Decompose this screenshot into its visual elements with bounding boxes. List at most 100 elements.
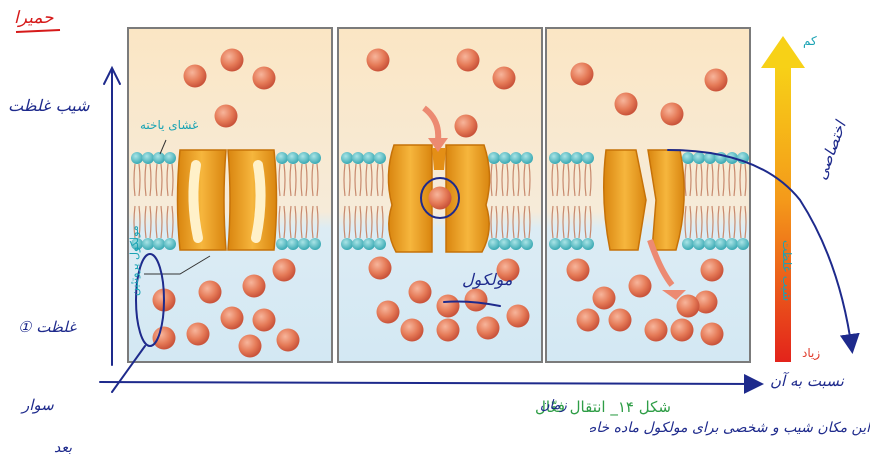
solute-particle bbox=[701, 259, 724, 282]
low-concentration-label: کم bbox=[803, 34, 817, 48]
lipid-head bbox=[276, 238, 288, 250]
solute-particle bbox=[593, 287, 616, 310]
solute-particle bbox=[377, 301, 400, 324]
solute-particle bbox=[629, 275, 652, 298]
handwritten-note-particle: مولکول bbox=[462, 270, 512, 289]
solute-particle bbox=[215, 105, 238, 128]
lipid-head bbox=[582, 238, 594, 250]
solute-particle bbox=[277, 329, 300, 352]
lipid-head bbox=[682, 238, 694, 250]
lipid-head bbox=[499, 238, 511, 250]
solute-particle bbox=[253, 309, 276, 332]
handwriting-underline-red bbox=[16, 30, 60, 32]
lipid-head bbox=[560, 238, 572, 250]
solute-particle bbox=[187, 323, 210, 346]
lipid-head bbox=[488, 238, 500, 250]
lipid-head bbox=[363, 152, 375, 164]
lipid-head bbox=[510, 152, 522, 164]
handwritten-note-bottom-right: این مکان شیب و شخصی برای مولکول ماده خاص bbox=[590, 420, 870, 436]
solute-particle bbox=[571, 63, 594, 86]
lipid-head bbox=[704, 238, 716, 250]
solute-particle bbox=[457, 49, 480, 72]
solute-particle bbox=[567, 259, 590, 282]
lipid-head bbox=[287, 238, 299, 250]
handwritten-note-bottom-left: سوار bbox=[22, 396, 54, 414]
lipid-head bbox=[142, 152, 154, 164]
solute-particle bbox=[273, 259, 296, 282]
lipid-head bbox=[521, 238, 533, 250]
solute-particle bbox=[437, 319, 460, 342]
solute-particle bbox=[409, 281, 432, 304]
handwritten-note-bottom-left-2: بعد bbox=[54, 440, 72, 456]
lipid-head bbox=[726, 238, 738, 250]
concentration-gradient-label: شیب غلظت bbox=[780, 240, 794, 301]
handwritten-note-time: زمان bbox=[540, 398, 567, 413]
lipid-head bbox=[693, 152, 705, 164]
lipid-head bbox=[363, 238, 375, 250]
solute-particle bbox=[645, 319, 668, 342]
lipid-head bbox=[341, 152, 353, 164]
solute-particle bbox=[401, 319, 424, 342]
lipid-head bbox=[153, 152, 165, 164]
lipid-head bbox=[164, 238, 176, 250]
lipid-head bbox=[571, 238, 583, 250]
solute-particle bbox=[367, 49, 390, 72]
lipid-head bbox=[287, 152, 299, 164]
lipid-head bbox=[693, 238, 705, 250]
lipid-head bbox=[374, 238, 386, 250]
solute-particle bbox=[577, 309, 600, 332]
lipid-head bbox=[309, 238, 321, 250]
lipid-head bbox=[488, 152, 500, 164]
solute-particle bbox=[153, 327, 176, 350]
solute-particle bbox=[615, 93, 638, 116]
lipid-head bbox=[164, 152, 176, 164]
solute-particle bbox=[477, 317, 500, 340]
carrier-protein-label: مولکول پروتئین bbox=[128, 225, 141, 296]
solute-particle bbox=[493, 67, 516, 90]
solute-particle bbox=[199, 281, 222, 304]
solute-particle bbox=[184, 65, 207, 88]
lipid-head bbox=[510, 238, 522, 250]
solute-particle bbox=[661, 103, 684, 126]
solute-particle bbox=[609, 309, 632, 332]
cell-membrane-label: غشای یاخته bbox=[140, 118, 198, 132]
solute-particle bbox=[671, 319, 694, 342]
lipid-head bbox=[352, 238, 364, 250]
lipid-head bbox=[549, 152, 561, 164]
lipid-head bbox=[715, 238, 727, 250]
solute-particle bbox=[221, 49, 244, 72]
lipid-head bbox=[153, 238, 165, 250]
solute-particle bbox=[239, 335, 262, 358]
solute-particle bbox=[221, 307, 244, 330]
handwritten-note-relative: نسبت به آن bbox=[770, 372, 844, 390]
handwritten-note-concentration: غلظت ① bbox=[18, 318, 76, 336]
lipid-head bbox=[341, 238, 353, 250]
lipid-head bbox=[131, 152, 143, 164]
lipid-head bbox=[298, 238, 310, 250]
lipid-head bbox=[298, 152, 310, 164]
lipid-head bbox=[521, 152, 533, 164]
handwritten-note-top-left: حمیرا bbox=[14, 8, 54, 28]
solute-particle bbox=[507, 305, 530, 328]
solute-particle bbox=[369, 257, 392, 280]
lipid-head bbox=[737, 238, 749, 250]
lipid-head bbox=[352, 152, 364, 164]
handwritten-note-gradient: شیب غلظت bbox=[8, 96, 90, 115]
lipid-head bbox=[549, 238, 561, 250]
solute-particle bbox=[253, 67, 276, 90]
solute-particle bbox=[705, 69, 728, 92]
solute-particle bbox=[677, 295, 700, 318]
solute-particle bbox=[701, 323, 724, 346]
lipid-head bbox=[560, 152, 572, 164]
lipid-head bbox=[571, 152, 583, 164]
solute-particle bbox=[465, 289, 488, 312]
lipid-head bbox=[499, 152, 511, 164]
solute-particle bbox=[455, 115, 478, 138]
solute-particle bbox=[429, 187, 452, 210]
high-concentration-label: زیاد bbox=[802, 346, 820, 360]
lipid-head bbox=[682, 152, 694, 164]
lipid-head bbox=[276, 152, 288, 164]
lipid-head bbox=[582, 152, 594, 164]
lipid-head bbox=[309, 152, 321, 164]
solute-particle bbox=[243, 275, 266, 298]
